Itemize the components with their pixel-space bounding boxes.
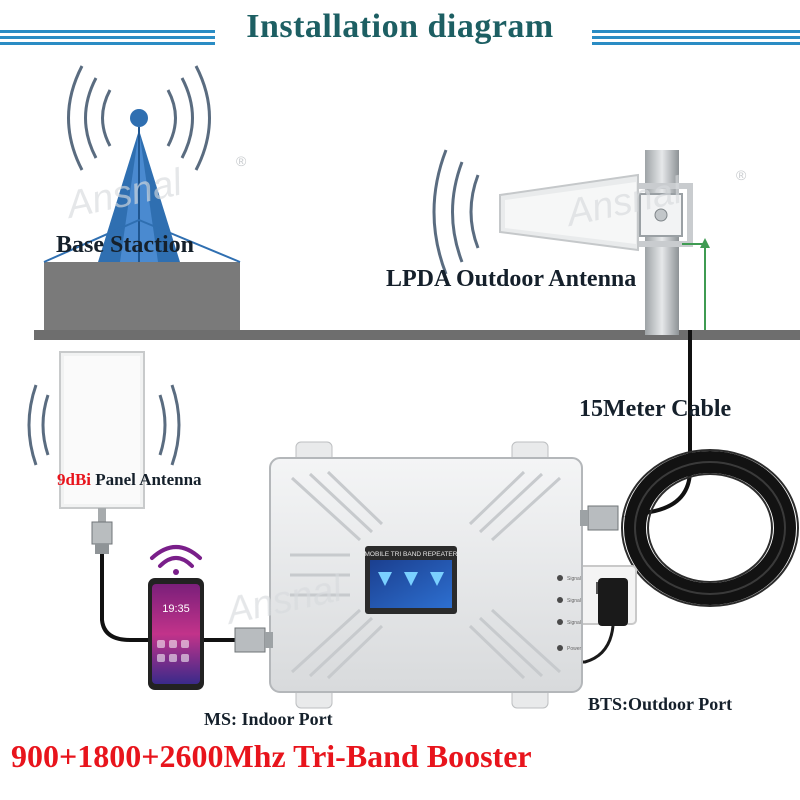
panel-gain-value: 9dBi [57,470,92,489]
outdoor-antenna-label: LPDA Outdoor Antenna [386,266,637,292]
panel-antenna-icon [59,351,145,554]
wifi-icon [150,545,202,575]
repeater-device [269,441,583,709]
title-bars [0,30,800,45]
signal-waves-icon [67,65,211,171]
indicator-label: Signal [567,576,581,582]
outdoor-port-label: BTS:Outdoor Port [588,694,733,714]
panel-antenna-label: 9dBi Panel Antenna [57,470,202,490]
indicator-label: Power [567,646,582,652]
base-station-label: Base Staction [56,232,194,258]
outdoor-signal-waves-icon [432,149,480,275]
smartphone-icon: 19:35 [148,578,204,690]
cable-drop-arrow [682,238,710,330]
n-connector-indoor-icon [234,627,273,653]
svg-text:®: ® [736,167,747,183]
registered-marks: ® ® [236,153,747,183]
page-title: Installation diagram [246,8,554,45]
building [34,262,800,340]
cable-length-label: 15Meter Cable [579,396,732,422]
antenna-pole [629,150,693,335]
indoor-port-label: MS: Indoor Port [204,709,333,729]
repeater-screen-title: MOBILE TRI BAND REPEATER [365,551,458,558]
n-connector-outdoor-icon [580,505,619,531]
panel-signal-waves-icon [27,384,181,466]
panel-antenna-name: Panel Antenna [95,470,202,489]
power-adapter-icon [570,578,628,664]
phone-clock: 19:35 [162,603,190,615]
product-title: 900+1800+2600Mhz Tri-Band Booster [11,738,532,774]
lpda-antenna-icon [499,173,639,252]
repeater-screen-title-text: MOBILE TRI BAND REPEATER [365,551,458,558]
indicator-label: Signal [567,598,581,604]
svg-text:®: ® [236,153,247,169]
cable-coil-icon [621,449,799,607]
indicator-label: Signal [567,620,581,626]
base-station-tower-icon [43,109,241,263]
